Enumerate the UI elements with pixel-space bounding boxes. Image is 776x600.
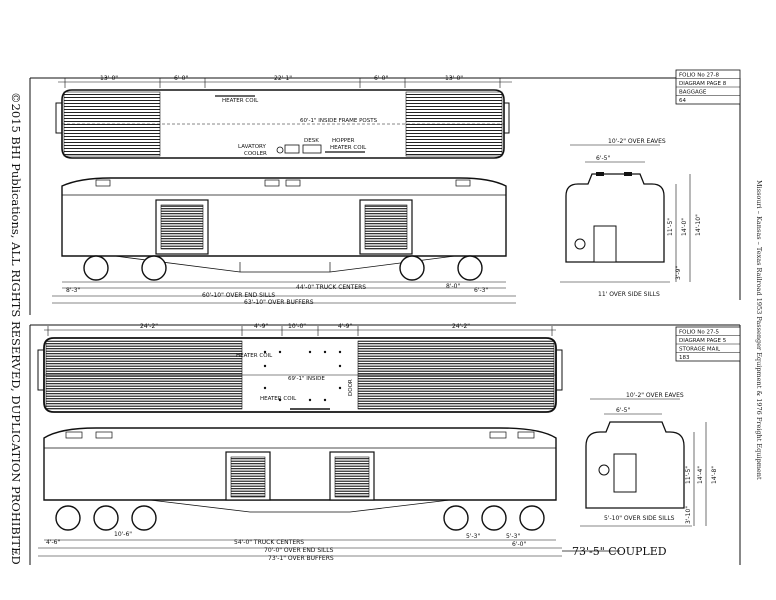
- folio-number: FOLIO No 27-8: [679, 73, 719, 79]
- end-inner: 6'-5": [596, 155, 610, 162]
- elev-right-end: 6'-3": [474, 287, 488, 294]
- copyright-notice: ©2015 BHI Publications, ALL RIGHTS RESER…: [9, 92, 23, 565]
- end-inner: 6'-5": [616, 407, 630, 414]
- elev-left-truck: 8'-3": [66, 287, 80, 294]
- label-inside: 60'-1" INSIDE FRAME POSTS: [300, 118, 378, 124]
- plan-dim-2: 6'-0": [174, 75, 188, 82]
- end-h2: 14'-4": [697, 466, 704, 484]
- label-cooler: COOLER: [244, 151, 267, 157]
- plan-dim-1: 24'-2": [140, 323, 158, 330]
- elev-left-truck: 10'-6": [114, 531, 132, 538]
- plan-dim-1: 13'-0": [100, 75, 118, 82]
- end-h4: 3'-9": [675, 266, 682, 280]
- diagram-page: DIAGRAM PAGE 8: [679, 81, 727, 87]
- label-lavatory: LAVATORY: [238, 144, 267, 150]
- end-over-eaves: 10'-2" OVER EAVES: [608, 138, 666, 145]
- elev-left-end: 4'-6": [46, 539, 60, 546]
- plan-dim-3: 10'-0": [288, 323, 306, 330]
- elev-r3: 6'-0": [512, 541, 526, 548]
- folio-box-top: FOLIO No 27-8 DIAGRAM PAGE 8 BAGGAGE 64: [675, 69, 741, 105]
- elev-truck-centers: 54'-0" TRUCK CENTERS: [234, 539, 304, 546]
- elev-r1: 5'-3": [466, 533, 480, 540]
- plan-dim-4: 4'-9": [338, 323, 352, 330]
- plan-dim-4: 6'-0": [374, 75, 388, 82]
- side-caption: Missouri – Kansas – Texas Railroad 1953 …: [755, 180, 763, 480]
- elev-r2: 5'-3": [506, 533, 520, 540]
- elev-over-buffers: 63'-10" OVER BUFFERS: [244, 299, 314, 306]
- end-over-side-sills: 5'-10" OVER SIDE SILLS: [604, 515, 675, 522]
- label-inside: 69'-1" INSIDE: [288, 376, 325, 382]
- top-side-elevation: [61, 177, 507, 283]
- folio-number: FOLIO No 27-5: [679, 330, 719, 336]
- elev-over-buffers: 73'-1" OVER BUFFERS: [268, 555, 334, 562]
- plan-dim-2: 4'-9": [254, 323, 268, 330]
- label-heater-coil-2: HEATER COIL: [260, 396, 297, 402]
- label-heater-coil-2: HEATER COIL: [330, 145, 367, 151]
- elev-right-truck: 8'-0": [446, 283, 460, 290]
- plan-dim-3: 22'-1": [274, 75, 292, 82]
- bottom-drawing: FOLIO No 27-5 DIAGRAM PAGE 5 STORAGE MAI…: [29, 323, 741, 565]
- end-over-side-sills: 11' OVER SIDE SILLS: [598, 291, 660, 298]
- car-count: 183: [679, 355, 690, 361]
- bottom-end-view: 10'-2" OVER EAVES 6'-5" 11'-5" 14'-4" 14…: [580, 392, 718, 527]
- top-end-view: 10'-2" OVER EAVES 6'-5" 11'-5" 14'-0" 14…: [560, 138, 702, 298]
- label-door: DOOR: [348, 379, 354, 396]
- coupled-length: 73'-5" COUPLED: [572, 545, 667, 558]
- end-over-eaves: 10'-2" OVER EAVES: [626, 392, 684, 399]
- end-h1: 11'-5": [685, 466, 692, 484]
- car-type: STORAGE MAIL: [679, 347, 721, 353]
- end-h1: 11'-5": [667, 218, 674, 236]
- page-number: -7-: [10, 548, 16, 555]
- plan-dim-5: 24'-2": [452, 323, 470, 330]
- diagram-page: DIAGRAM PAGE 5: [679, 338, 727, 344]
- top-drawing: FOLIO No 27-8 DIAGRAM PAGE 8 BAGGAGE 64 …: [29, 69, 741, 315]
- label-heater-coil: HEATER COIL: [222, 98, 259, 104]
- end-h4: 3'-10": [685, 506, 692, 524]
- label-hopper: HOPPER: [332, 138, 355, 144]
- elev-over-end-sills: 70'-0" OVER END SILLS: [264, 547, 334, 554]
- end-h2: 14'-0": [681, 218, 688, 236]
- end-h3: 14'-8": [711, 466, 718, 484]
- elev-truck-centers: 44'-0" TRUCK CENTERS: [296, 284, 366, 291]
- top-plan-view: HEATER COIL 60'-1" INSIDE FRAME POSTS LA…: [55, 89, 510, 159]
- bottom-plan-view: HEATER COIL 69'-1" INSIDE HEATER COIL DO…: [37, 337, 563, 413]
- plan-dim-5: 13'-0": [445, 75, 463, 82]
- elev-over-end-sills: 60'-10" OVER END SILLS: [202, 292, 275, 299]
- car-count: 64: [679, 98, 686, 104]
- end-h3: 14'-10": [695, 214, 702, 236]
- folio-box-bottom: FOLIO No 27-5 DIAGRAM PAGE 5 STORAGE MAI…: [675, 326, 741, 362]
- label-heater-coil: HEATER COIL: [236, 353, 273, 359]
- label-desk: DESK: [304, 138, 319, 144]
- car-type: BAGGAGE: [679, 90, 707, 96]
- bottom-side-elevation: [43, 427, 557, 531]
